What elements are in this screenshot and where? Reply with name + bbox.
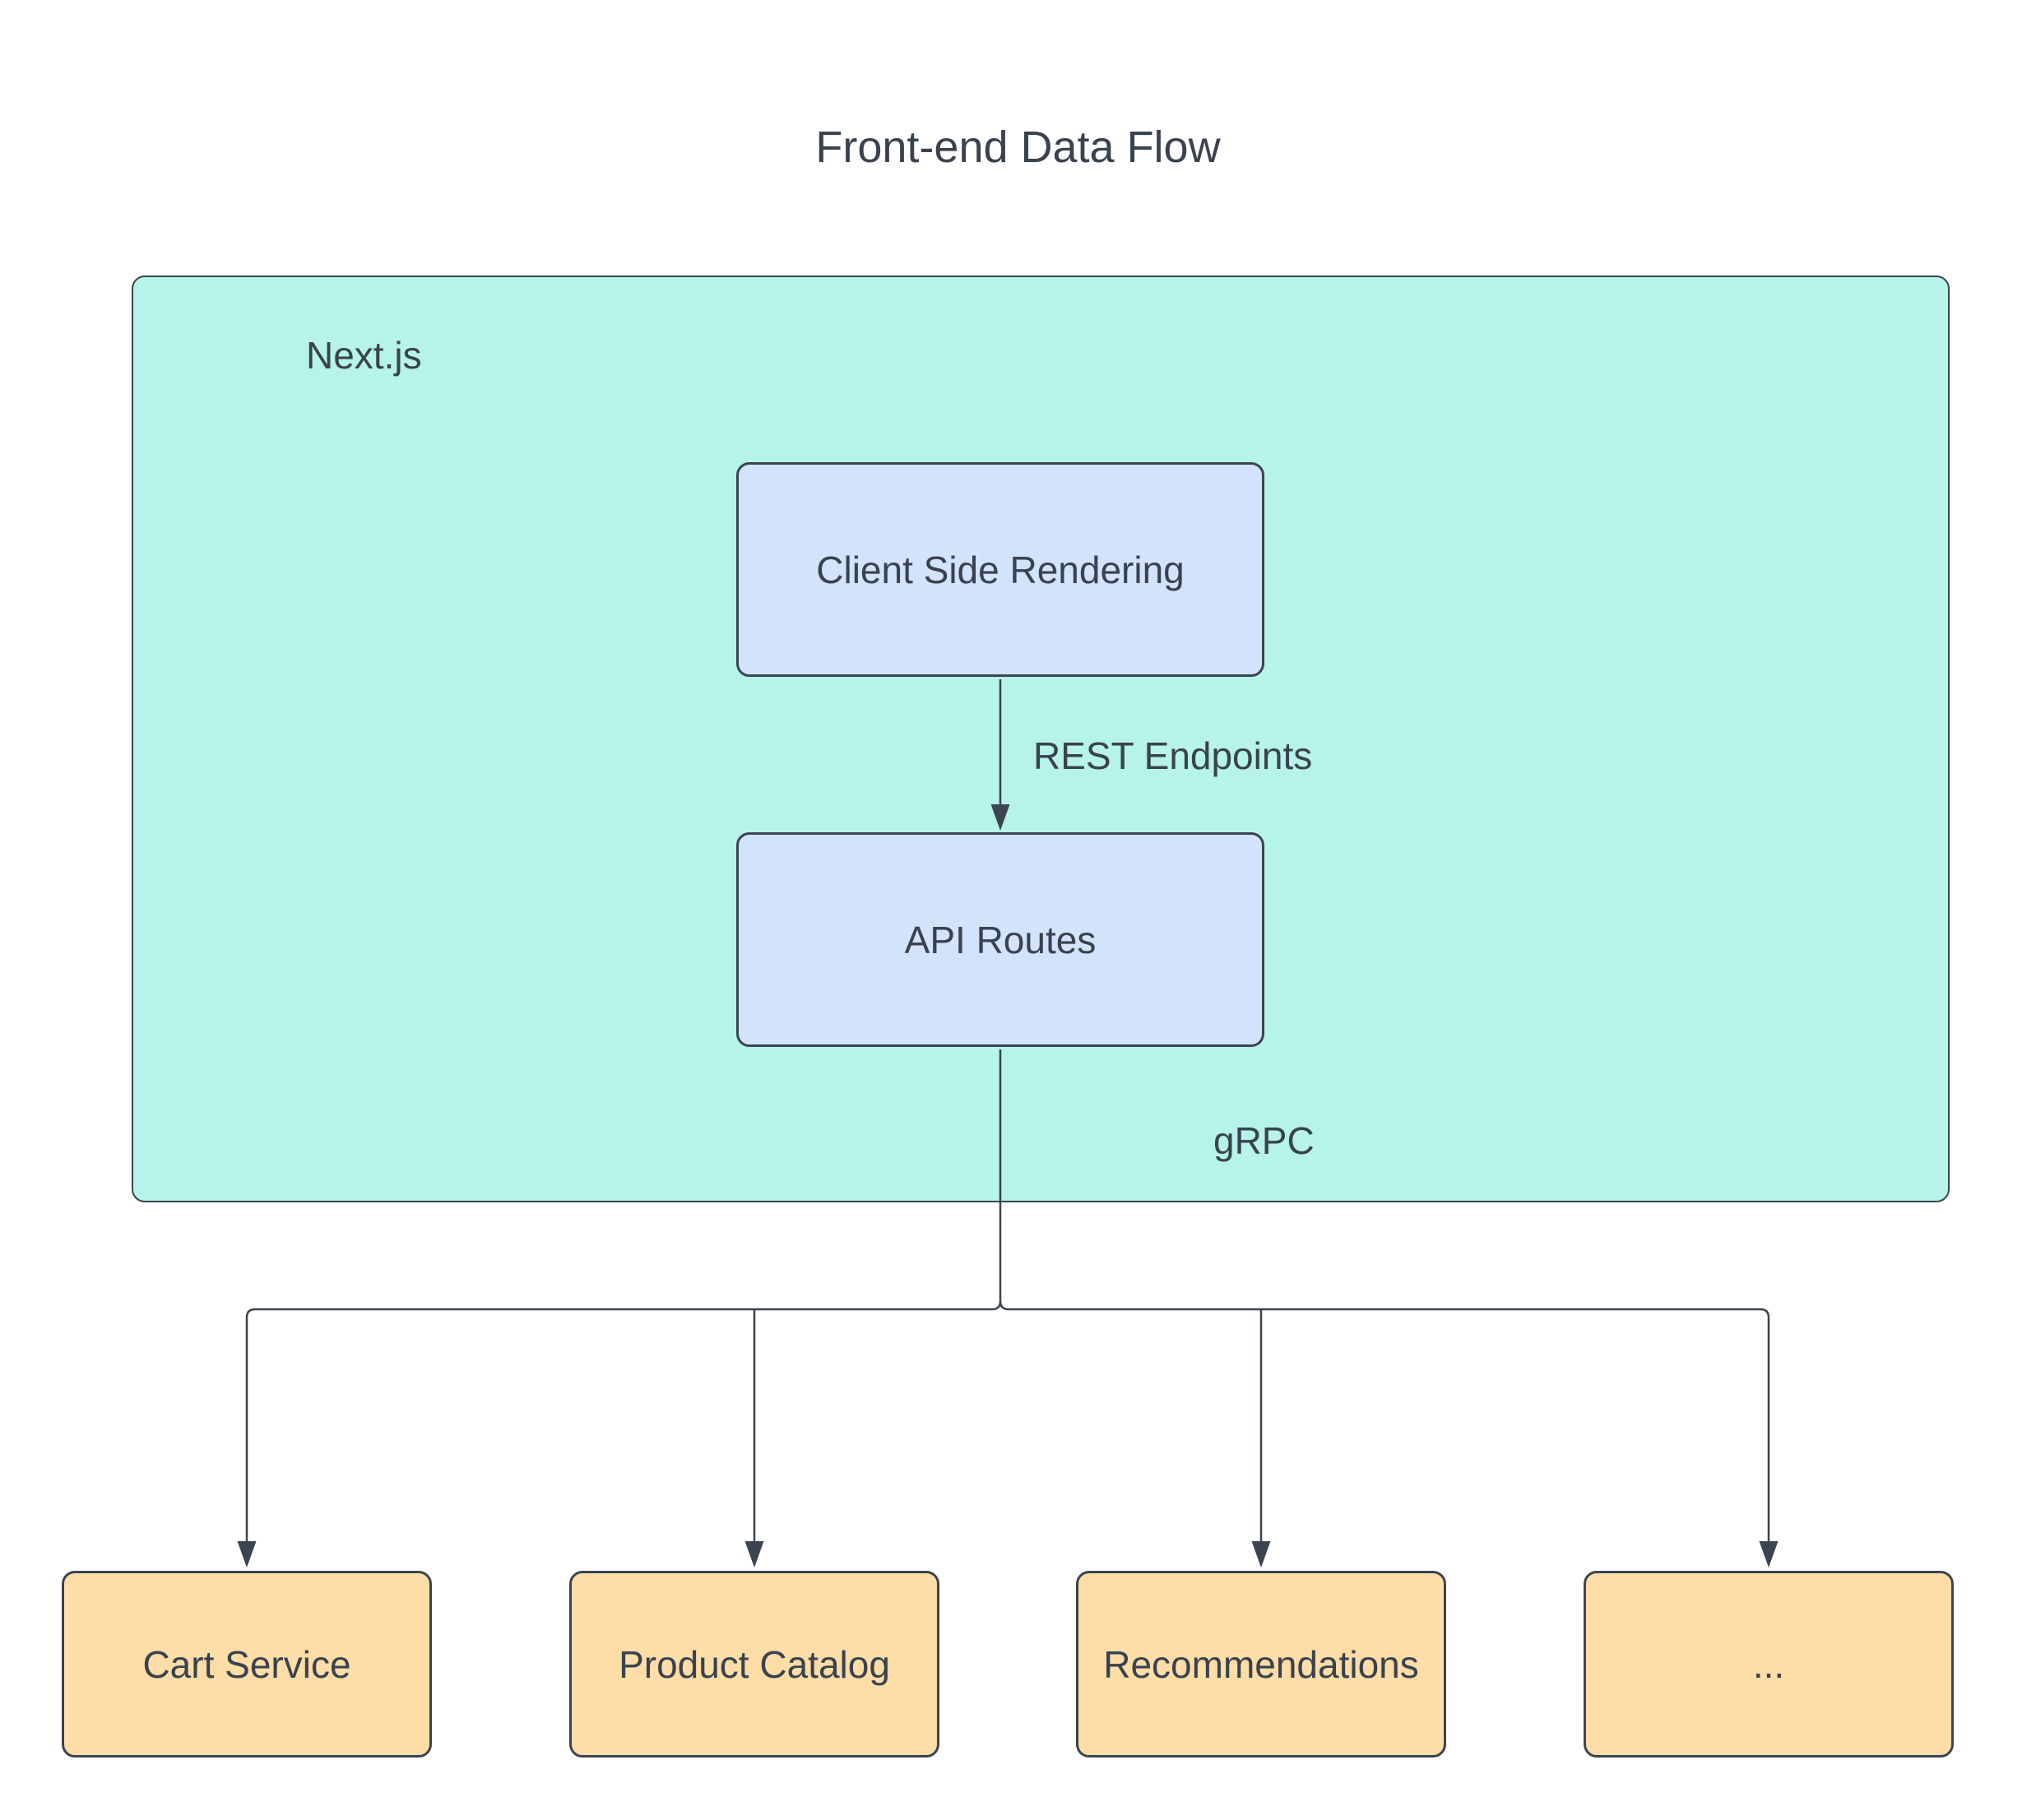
node-recommendations-label: Recommendations bbox=[1103, 1642, 1419, 1686]
arrowhead-down-icon bbox=[1759, 1541, 1779, 1568]
node-cart-service: Cart Service bbox=[62, 1571, 432, 1757]
node-recommendations: Recommendations bbox=[1076, 1571, 1446, 1757]
node-ellipsis: ... bbox=[1584, 1571, 1954, 1757]
edge-label-grpc: gRPC bbox=[1213, 1119, 1315, 1162]
arrowhead-down-icon bbox=[1251, 1541, 1271, 1568]
node-client-side-rendering-label: Client Side Rendering bbox=[816, 548, 1185, 591]
edge-api-branch-right-line bbox=[999, 1300, 1770, 1543]
node-api-routes: API Routes bbox=[736, 832, 1264, 1047]
diagram-title: Front-end Data Flow bbox=[815, 123, 1221, 172]
container-nextjs-label: Next.js bbox=[306, 334, 422, 377]
node-product-catalog: Product Catalog bbox=[569, 1571, 939, 1757]
node-client-side-rendering: Client Side Rendering bbox=[736, 462, 1264, 677]
node-product-catalog-label: Product Catalog bbox=[619, 1642, 890, 1686]
node-ellipsis-label: ... bbox=[1752, 1642, 1785, 1686]
edge-label-rest-endpoints: REST Endpoints bbox=[1033, 734, 1313, 777]
arrowhead-down-icon bbox=[744, 1541, 764, 1568]
container-nextjs: Next.js bbox=[132, 276, 1950, 1202]
arrowhead-down-icon bbox=[237, 1541, 257, 1568]
node-cart-service-label: Cart Service bbox=[142, 1642, 351, 1686]
node-api-routes-label: API Routes bbox=[904, 918, 1097, 961]
